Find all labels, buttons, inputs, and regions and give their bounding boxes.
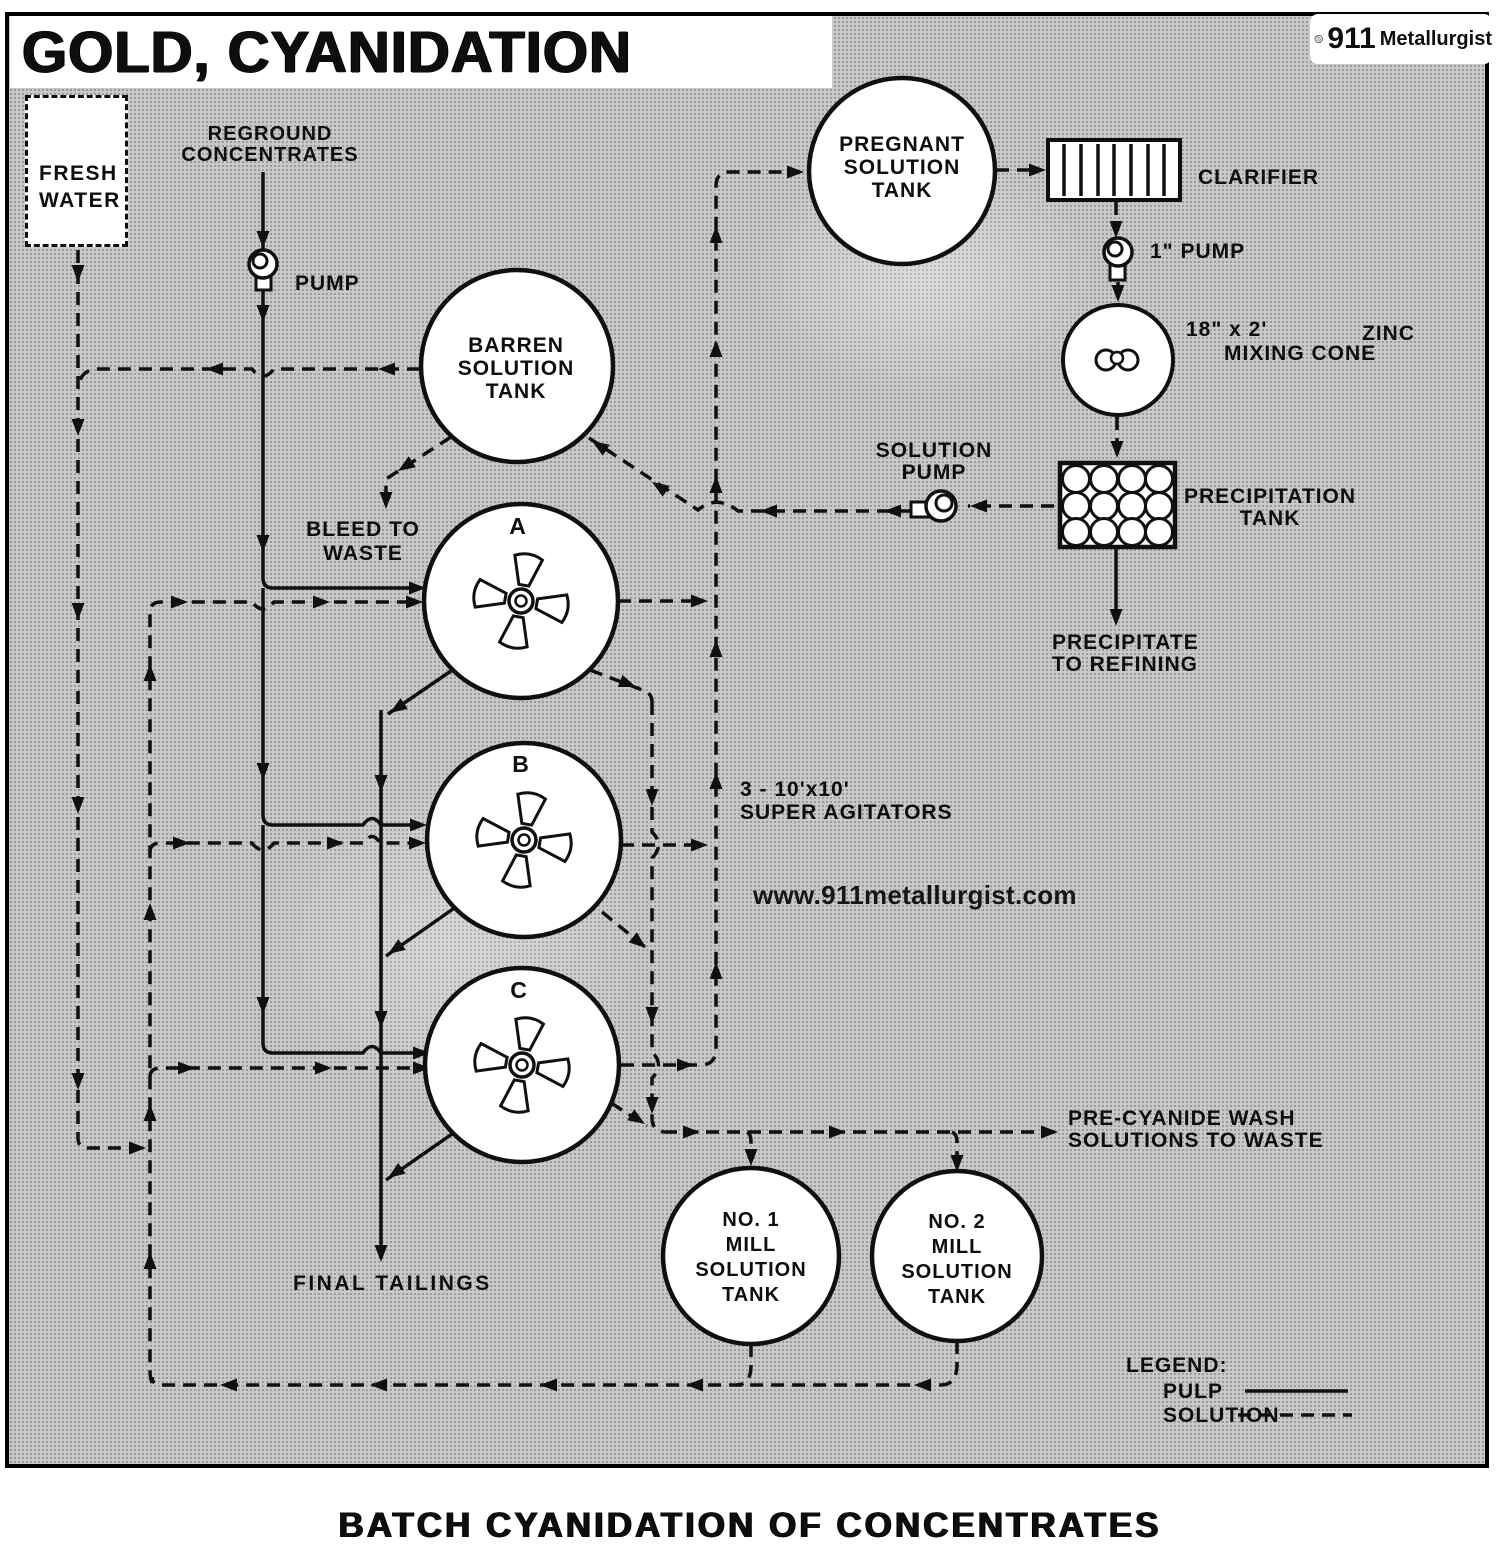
barren-return-left-line (77, 367, 420, 387)
zinc-mixing-cone-icon (1061, 303, 1175, 417)
logo-number: 911 (1327, 22, 1376, 55)
pregnant-return-line (621, 170, 798, 1067)
agitator-c-label: C (510, 977, 528, 1003)
final-tailings-label: FINAL TAILINGS (293, 1272, 492, 1295)
mixing-cone-label: MIXING CONE (1224, 342, 1377, 365)
agitator-a-label: A (509, 513, 527, 539)
mill-solution-tank-1 (660, 1165, 842, 1347)
precipitation-tank-icon (1057, 460, 1178, 550)
clarifier-icon (1046, 138, 1182, 202)
pump-label: PUMP (295, 272, 360, 295)
logo-name: Metallurgist (1379, 27, 1492, 50)
legend-pulp-label: PULP (1163, 1380, 1224, 1403)
inch-pump-label: 1" PUMP (1150, 240, 1246, 263)
pulp-lines (261, 172, 1348, 1393)
equipment (247, 75, 1182, 1347)
fresh-water-line (76, 250, 140, 1150)
watermark: www.911metallurgist.com (753, 880, 1077, 910)
agitator-b-label: B (512, 751, 530, 777)
page-title: GOLD, CYANIDATION (22, 19, 632, 85)
super-agitators-note: 3 - 10'x10'SUPER AGITATORS (740, 778, 953, 824)
wash-solution-line (650, 702, 665, 1134)
clarifier-label: CLARIFIER (1198, 166, 1319, 189)
legend-solution-label: SOLUTION (1163, 1404, 1280, 1427)
reground-pump-icon (247, 248, 279, 292)
bleed-to-waste-line (384, 435, 452, 505)
title-bar: GOLD, CYANIDATION (10, 16, 832, 88)
mill-solution-tank-2 (869, 1168, 1045, 1344)
figure-caption: BATCH CYANIDATION OF CONCENTRATES (338, 1506, 1162, 1545)
one-inch-pump-icon (1102, 236, 1134, 282)
zinc-label: ZINC (1362, 322, 1415, 345)
barren-solution-tank (418, 267, 616, 465)
globe-icon (1314, 35, 1323, 43)
logo-badge: 911 Metallurgist (1310, 14, 1492, 64)
pump-to-barren-line (588, 436, 911, 513)
pregnant-solution-tank (806, 75, 998, 267)
legend-title: LEGEND: (1126, 1354, 1228, 1377)
zinc-size-label: 18" x 2' (1186, 318, 1268, 341)
solution-riser-line (148, 600, 416, 1384)
mill-return-line (150, 1341, 959, 1387)
solution-pump-icon (909, 489, 958, 523)
